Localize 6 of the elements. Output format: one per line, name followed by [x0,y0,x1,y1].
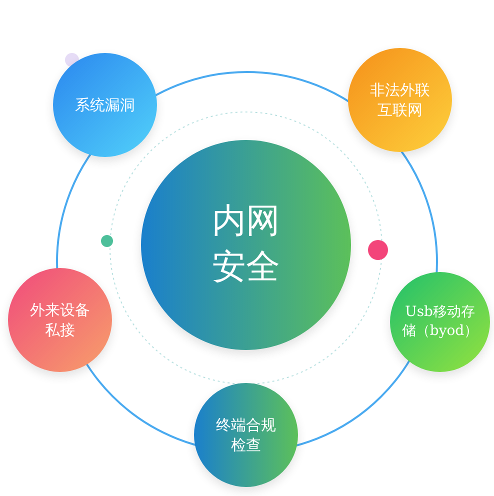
topic-label: 非法外联互联网 [369,80,431,120]
topic-label: 终端合规检查 [215,414,277,456]
topic-label: Usb移动存储（byod） [400,303,480,341]
topic-label: 外来设备私接 [29,300,91,340]
topic-label: 内网安全 [211,200,281,289]
topic-label: 系统漏洞 [74,94,136,116]
